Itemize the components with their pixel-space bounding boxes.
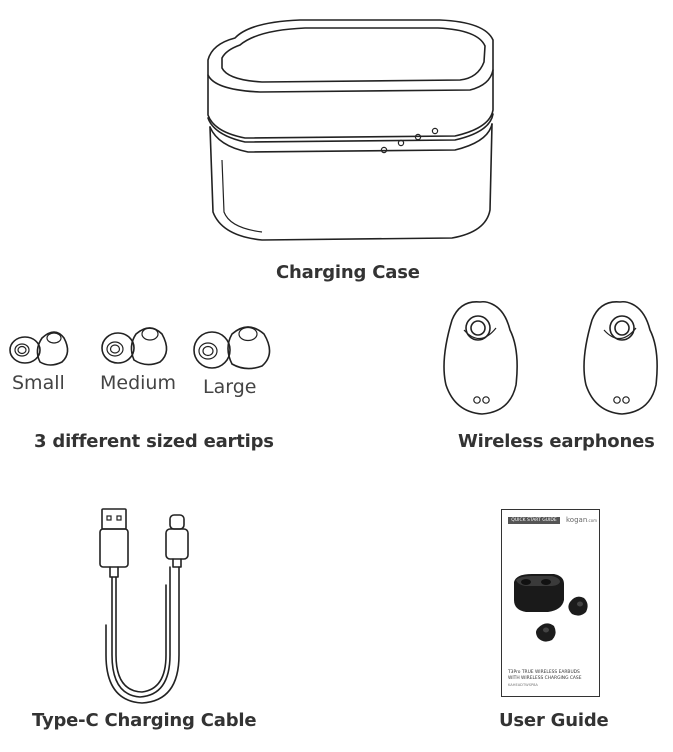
eartip-large <box>193 326 271 370</box>
guide-brand-suffix: .com <box>587 518 598 523</box>
charging-case-caption: Charging Case <box>276 262 420 283</box>
cable-caption: Type-C Charging Cable <box>32 710 257 731</box>
earphone-left <box>443 300 518 415</box>
eartip-size-medium-label: Medium <box>100 372 176 394</box>
earphones-illustration <box>443 300 658 415</box>
eartip-size-large-label: Large <box>203 376 257 398</box>
guide-title-line2: WITH WIRELESS CHARGING CASE <box>508 676 582 681</box>
eartip-size-small-label: Small <box>12 372 65 394</box>
eartips-caption: 3 different sized eartips <box>34 431 274 452</box>
guide-model-number: KAHEADTWSP8A <box>508 683 538 687</box>
eartip-small <box>9 331 69 366</box>
guide-cover-tab: QUICK START GUIDE <box>508 517 560 524</box>
eartip-medium <box>101 327 168 366</box>
earphone-right <box>583 300 658 415</box>
user-guide-caption: User Guide <box>499 710 609 731</box>
type-c-cable-illustration <box>99 508 189 704</box>
charging-case-illustration <box>207 19 494 241</box>
guide-title-line1: T3Pro TRUE WIRELESS EARBUDS <box>508 670 580 675</box>
guide-brand-logo: kogan.com <box>566 516 597 524</box>
guide-cover-photo <box>514 574 588 642</box>
user-guide-booklet: QUICK START GUIDE kogan.com T3Pro TRUE W… <box>501 509 600 697</box>
guide-brand: kogan <box>566 516 588 524</box>
eartips-illustration <box>9 326 271 370</box>
earphones-caption: Wireless earphones <box>458 431 655 452</box>
